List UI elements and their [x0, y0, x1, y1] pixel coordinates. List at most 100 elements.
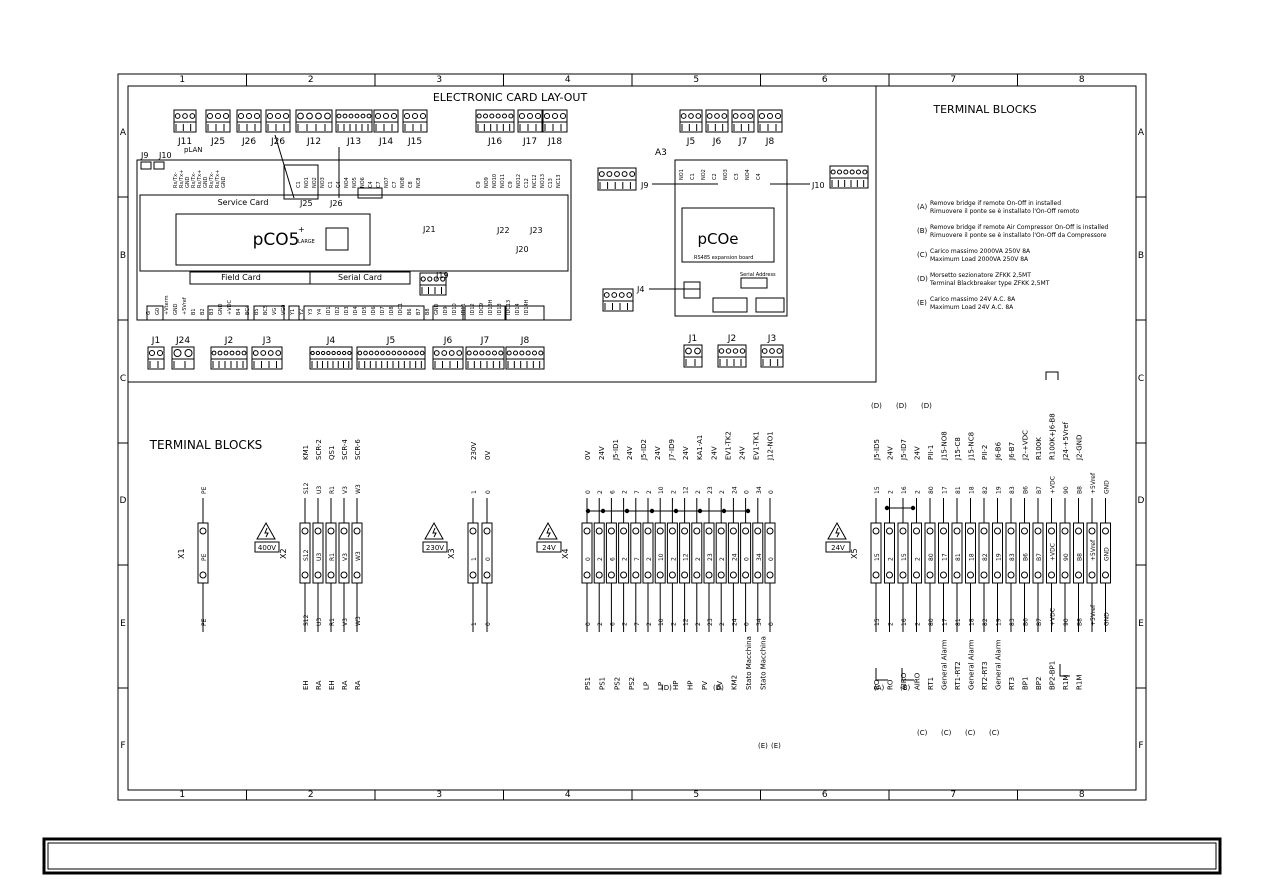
screw	[725, 348, 732, 354]
terminal-screw	[899, 571, 907, 579]
connector-j26: J26	[236, 109, 262, 147]
top-label: J15-NO8	[941, 431, 949, 461]
terminal-screw	[620, 571, 628, 579]
screw	[253, 112, 261, 120]
pin-label: ID4	[353, 306, 359, 315]
voltage-label: 230V	[426, 544, 444, 552]
terminal-number: 17	[942, 553, 949, 561]
terminal-screw	[1102, 571, 1109, 579]
pin-label: C3	[734, 173, 740, 180]
pin-label: ID7	[380, 306, 386, 315]
terminal-screw	[301, 571, 309, 579]
screw	[357, 350, 363, 356]
screw	[419, 112, 427, 120]
connector-j4: J4	[309, 336, 353, 370]
d-mark: (D)	[661, 684, 672, 692]
note-line: Remove bridge if remote On-Off in instal…	[930, 200, 1061, 207]
wire-number: 2	[622, 490, 629, 494]
pin-label: B1	[191, 308, 197, 315]
e-mark: (E)	[771, 742, 781, 750]
terminal-number: 7	[634, 557, 641, 561]
screw	[774, 112, 782, 120]
screw	[252, 350, 259, 356]
terminal-screw	[717, 527, 725, 535]
wire-number: W3	[355, 616, 362, 626]
bottom-label: Stato Macchina	[760, 636, 768, 690]
wire-number: 24	[731, 618, 738, 626]
screw	[621, 171, 628, 177]
pin-label: NO2	[701, 169, 707, 180]
screw	[297, 112, 304, 120]
screw	[391, 350, 397, 356]
bottom-label: PS1	[584, 677, 592, 690]
bolt-icon	[546, 527, 551, 538]
wire-number: GND	[1104, 612, 1111, 626]
bracket-symbol	[1045, 371, 1059, 380]
pin-label: IDC1	[398, 303, 404, 315]
terminal	[581, 522, 593, 584]
pcoe-socket	[683, 281, 701, 299]
wire-number: 2	[888, 490, 895, 494]
top-label: SCR-2	[315, 439, 323, 460]
terminal-screw	[1007, 571, 1015, 579]
connector-label: J26	[241, 137, 256, 147]
terminal	[654, 522, 666, 584]
bottom-socket	[432, 305, 464, 321]
screw	[740, 113, 746, 119]
top-label: 0V	[584, 451, 592, 460]
connector-j14: J14	[373, 109, 399, 147]
pin-label: G0	[155, 308, 161, 315]
screw	[282, 112, 290, 120]
voltage-label: 400V	[258, 544, 276, 552]
wire-number: 0	[585, 622, 592, 626]
connector-body	[205, 109, 231, 133]
bottom-label: AIRO	[914, 672, 922, 690]
screw	[275, 350, 282, 356]
c-mark: (C)	[965, 729, 976, 737]
connector-body	[309, 346, 353, 370]
connector-j15: J15	[402, 109, 428, 147]
terminal-screw	[644, 571, 652, 579]
screw	[695, 113, 702, 119]
dip-switch	[357, 187, 383, 199]
wire-number: B6	[1023, 618, 1030, 626]
grid-col-top: 7	[950, 75, 956, 85]
screw	[324, 112, 331, 120]
terminal-number: 90	[1063, 553, 1070, 561]
pin-label: NO1	[679, 169, 685, 180]
connector-label: J6	[712, 137, 722, 147]
connector-j1: J1	[683, 334, 703, 368]
connector-label: J17	[522, 137, 537, 147]
pin-label: Y1	[290, 309, 296, 316]
terminal-screw	[967, 571, 974, 579]
top-label: J6-B6	[995, 441, 1003, 461]
screw	[476, 113, 482, 119]
terminal-number: 23	[707, 553, 714, 561]
screw	[274, 112, 282, 120]
screw	[626, 292, 633, 298]
terminal-number: 82	[982, 553, 989, 561]
pin-label: ID5	[362, 306, 368, 315]
screw	[267, 350, 274, 356]
block-name: X2	[279, 548, 288, 559]
pin-label: GND	[221, 176, 227, 188]
connector-body	[517, 109, 543, 133]
wire-number: 80	[928, 486, 935, 494]
connector-label: J15	[407, 137, 422, 147]
connector-body	[335, 109, 373, 133]
pin-label: ID12	[470, 303, 476, 315]
bottom-label: RT1-RT2	[954, 661, 962, 690]
terminal-number: 80	[928, 553, 935, 561]
c-mark: (C)	[917, 729, 928, 737]
connector-	[829, 165, 869, 189]
pin-label: NO7	[384, 177, 390, 188]
screw	[315, 350, 321, 356]
pin-label: C13	[548, 178, 554, 188]
terminal	[1019, 522, 1030, 584]
pin-label: C1	[328, 181, 334, 188]
wire-number: 0	[585, 490, 592, 494]
screw	[433, 276, 439, 282]
terminal-number: 2	[888, 557, 895, 561]
bottom-label: PV	[716, 681, 724, 690]
top-label: J12-NO1	[766, 431, 774, 461]
